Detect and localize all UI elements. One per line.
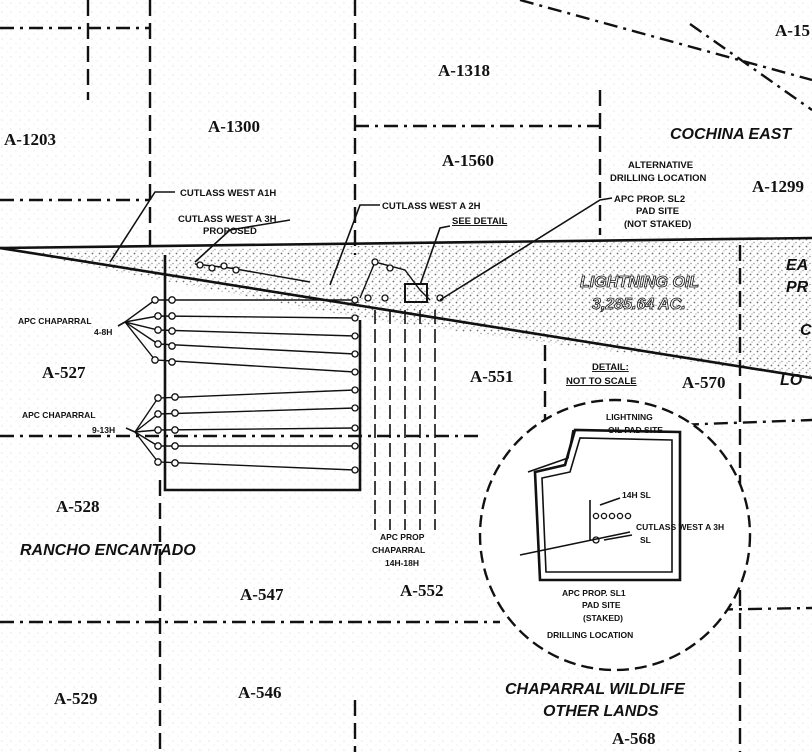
detail-title: DETAIL: bbox=[592, 362, 629, 373]
edge-label-pr: PR bbox=[786, 279, 809, 296]
edge-label-ea: EA bbox=[786, 257, 808, 274]
label-apc-chaparral-4-8h-range: 4-8H bbox=[94, 327, 112, 337]
detail-not-to-scale: NOT TO SCALE bbox=[566, 376, 637, 387]
tract-a-1318: A-1318 bbox=[438, 61, 490, 80]
rancho-encantado-boundary bbox=[163, 255, 362, 492]
lightning-oil-label: LIGHTNING OIL bbox=[580, 274, 699, 291]
label-alternative: ALTERNATIVE bbox=[628, 160, 693, 171]
cutlass-west-wells bbox=[194, 258, 444, 303]
label-apc-prop-14h-18h: 14H-18H bbox=[385, 558, 419, 568]
apc-prop-14h-18h-laterals bbox=[374, 310, 436, 530]
tract-a-528: A-528 bbox=[56, 497, 99, 516]
label-apc-prop: APC PROP bbox=[380, 532, 425, 542]
tract-a-546: A-546 bbox=[238, 683, 281, 702]
detail-inset bbox=[478, 398, 752, 672]
label-cutlass-a3h: CUTLASS WEST A 3H bbox=[178, 214, 277, 225]
region-rancho-encantado: RANCHO ENCANTADO bbox=[20, 542, 196, 559]
tract-a-527: A-527 bbox=[42, 363, 86, 382]
tract-a-552: A-552 bbox=[400, 581, 443, 600]
region-cochina-east: COCHINA EAST bbox=[670, 126, 792, 143]
tract-a-551: A-551 bbox=[470, 367, 513, 386]
detail-drilling-location: DRILLING LOCATION bbox=[547, 630, 633, 640]
label-apc-chaparral-4-8h: APC CHAPARRAL bbox=[18, 316, 92, 326]
detail-staked: (STAKED) bbox=[583, 613, 623, 623]
apc-chaparral-9-13h-laterals bbox=[134, 386, 359, 474]
tract-a-1299: A-1299 bbox=[752, 177, 804, 196]
tract-a-1300: A-1300 bbox=[208, 117, 260, 136]
detail-pad-site: PAD SITE bbox=[582, 600, 621, 610]
tract-a-547: A-547 bbox=[240, 585, 284, 604]
label-apc-prop-sl2: APC PROP. SL2 bbox=[614, 194, 685, 205]
label-cutlass-a2h: CUTLASS WEST A 2H bbox=[382, 201, 481, 212]
edge-label-c: C bbox=[800, 322, 812, 339]
leader-lines bbox=[109, 191, 613, 433]
label-apc-chaparral-9-13h: APC CHAPARRAL bbox=[22, 410, 96, 420]
label-apc-chaparral-9-13h-range: 9-13H bbox=[92, 425, 115, 435]
label-see-detail: SEE DETAIL bbox=[452, 216, 507, 227]
detail-apc-prop-sl1: APC PROP. SL1 bbox=[562, 588, 626, 598]
lightning-oil-lease-area bbox=[20, 238, 812, 378]
apc-chaparral-4-8h-laterals bbox=[124, 296, 359, 376]
label-apc-prop-chaparral: CHAPARRAL bbox=[372, 545, 425, 555]
detail-14h-sl: 14H SL bbox=[622, 490, 651, 500]
lease-boundary-diagonal bbox=[0, 246, 812, 380]
tract-a-570: A-570 bbox=[682, 373, 725, 392]
label-cutlass-a1h: CUTLASS WEST A1H bbox=[180, 188, 276, 199]
label-sl2-pad-site: PAD SITE bbox=[636, 206, 679, 217]
label-alt-drilling-location: DRILLING LOCATION bbox=[610, 173, 707, 184]
edge-label-lo: LO bbox=[780, 372, 803, 389]
region-chaparral-wildlife: CHAPARRAL WILDLIFE bbox=[505, 681, 686, 698]
tract-a-1203: A-1203 bbox=[4, 130, 56, 149]
detail-cutlass-a3h: CUTLASS WEST A 3H bbox=[636, 522, 724, 532]
detail-cutlass-sl: SL bbox=[640, 535, 651, 545]
label-cutlass-a3h-proposed: PROPOSED bbox=[203, 226, 257, 237]
lease-boundary-top bbox=[0, 236, 812, 250]
detail-oil-pad-site: OIL PAD SITE bbox=[608, 425, 663, 435]
tract-a-529: A-529 bbox=[54, 689, 97, 708]
detail-lightning: LIGHTNING bbox=[606, 412, 653, 422]
tract-a-15-partial: A-15 bbox=[775, 21, 810, 40]
label-sl2-not-staked: (NOT STAKED) bbox=[624, 219, 691, 230]
region-other-lands: OTHER LANDS bbox=[543, 703, 659, 720]
tract-a-568: A-568 bbox=[612, 729, 655, 748]
lightning-oil-acres: 3,285.64 AC. bbox=[592, 296, 686, 313]
tract-a-1560: A-1560 bbox=[442, 151, 494, 170]
pad-site-icon bbox=[404, 283, 428, 303]
